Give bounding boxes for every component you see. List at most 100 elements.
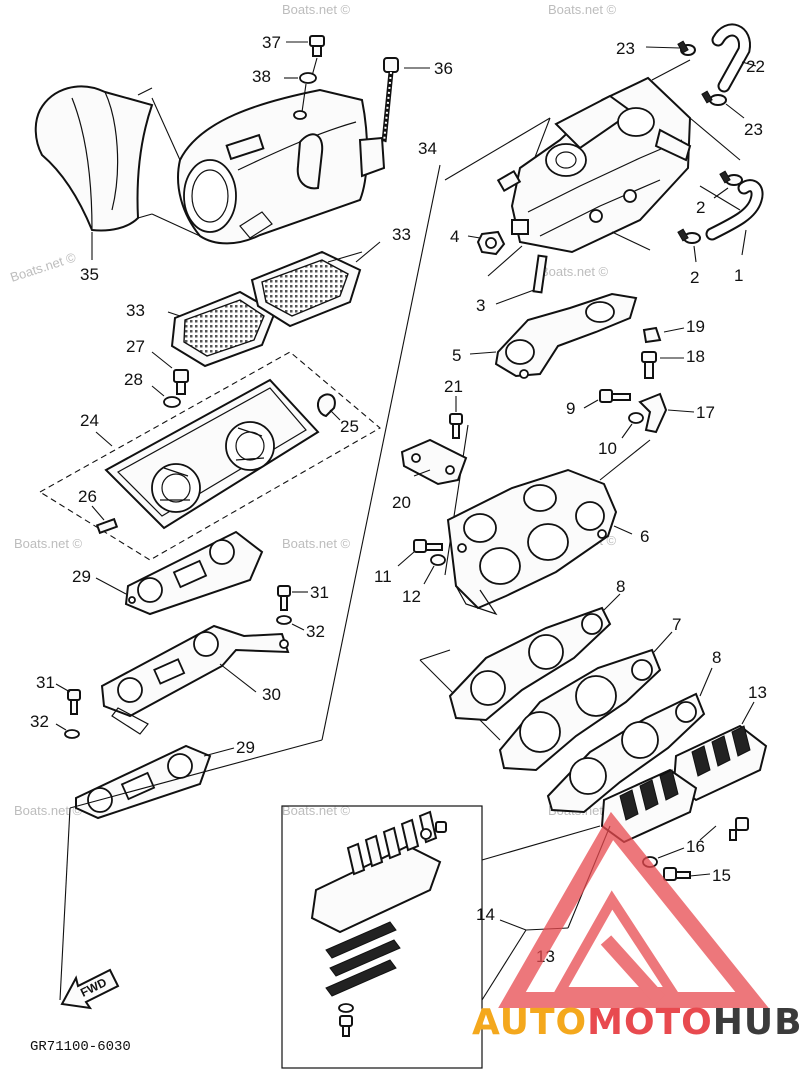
callout-12: 12 [402,587,421,606]
callout-23: 23 [616,39,635,58]
part-6-intake-manifold [446,468,633,616]
callout-2: 2 [690,268,699,287]
part-4-nut [467,230,506,256]
callout-29: 29 [72,567,91,586]
brand-moto: MOTO [587,1002,713,1043]
watermark-text: Boats.net © [14,536,83,551]
callout-25: 25 [340,417,359,436]
part-7-reed-plate-gasket [498,631,673,772]
watermark-text: Boats.net © [14,803,83,818]
part-14-reed-valve-kit [281,805,601,1069]
callout-14: 14 [476,905,495,924]
fwd-arrow-icon: FWD [60,968,120,1010]
part-30-silencer-plate [100,624,290,735]
part-13-reed-valve-right [672,701,768,802]
callout-23: 23 [744,120,763,139]
part-31-bolt-upper [277,585,308,611]
part-32-washer-upper [276,615,305,631]
callout-13: 13 [748,683,767,702]
callout-7: 7 [672,615,681,634]
callout-11: 11 [374,567,392,586]
part-2-hose-clamp-upper [713,170,743,199]
callout-6: 6 [640,527,649,546]
part-5-carb-gasket [469,292,638,379]
callout-2: 2 [696,198,705,217]
callout-32: 32 [30,712,49,731]
watermark-text: Boats.net © [548,2,617,17]
part-11-bolt [397,539,443,567]
callout-labels: 1 2 2 3 4 5 6 7 8 8 9 10 11 12 13 13 14 … [30,33,767,966]
svg-text:AUTOMOTOHUB: AUTOMOTOHUB [472,1002,800,1043]
part-22-fuel-hose [711,23,757,93]
part-25-clip [317,393,341,421]
part-16-washer [642,825,717,868]
callout-37: 37 [262,33,281,52]
part-15-screw-upper [729,817,749,841]
part-12-washer [423,554,446,585]
callout-28: 28 [124,370,143,389]
watermark-text: Boats.net © [540,264,609,279]
part-29-gasket-lower [75,744,235,820]
part-29-gasket-upper [95,530,264,616]
callout-1: 1 [734,266,743,285]
part-27-bolt [151,351,189,395]
watermark-text: Boats.net © [8,249,78,284]
part-23-hose-clamp-lower [701,90,745,119]
callout-19: 19 [686,317,705,336]
part-34-silencer-case [151,88,386,245]
callout-31: 31 [310,583,329,602]
callout-33: 33 [126,301,145,320]
part-38-washer [284,72,317,113]
callout-33: 33 [392,225,411,244]
callout-30: 30 [262,685,281,704]
brand-hub: HUB [713,1002,800,1043]
part-21-bolt [449,396,463,439]
callout-29: 29 [236,738,255,757]
part-37-screw [286,35,325,77]
callout-17: 17 [696,403,715,422]
callout-4: 4 [450,227,459,246]
part-10-washer [621,412,644,439]
carburetor-assembly [496,59,741,254]
callout-8: 8 [712,648,721,667]
part-28-washer [151,385,181,408]
part-23-hose-clamp-upper [645,40,696,56]
watermark-text: Boats.net © [282,2,351,17]
callout-27: 27 [126,337,145,356]
callout-16: 16 [686,837,705,856]
callout-34: 34 [418,139,437,158]
part-24-silencer-base [38,351,381,561]
callout-20: 20 [392,493,411,512]
part-26-stud [91,505,119,535]
callout-26: 26 [78,487,97,506]
part-32-washer-lower [55,723,80,739]
automotohub-wordmark: AUTOMOTOHUB [472,1002,800,1043]
part-8-gasket-upper [448,593,621,722]
callout-22: 22 [746,57,765,76]
part-15-screw [663,867,711,881]
callout-10: 10 [598,439,617,458]
callout-38: 38 [252,67,271,86]
part-20-bracket [400,438,468,486]
watermark-text: Boats.net © [282,803,351,818]
assembly-guide-lines [59,117,651,1001]
part-35-intake-duct [34,85,154,260]
callout-31: 31 [36,673,55,692]
brand-auto: AUTO [472,1002,587,1043]
callout-15: 15 [712,866,731,885]
automotohub-logo [498,811,769,1008]
callout-3: 3 [476,296,485,315]
part-8-gasket-lower [546,667,713,814]
part-33-flame-arrester [167,241,381,368]
callout-18: 18 [686,347,705,366]
callout-32: 32 [306,622,325,641]
part-2-hose-clamp-lower [677,228,701,263]
callout-5: 5 [452,346,461,365]
part-1-hose [705,179,764,256]
callout-24: 24 [80,411,99,430]
part-3-stud [495,254,548,305]
callout-21: 21 [444,377,463,396]
callout-36: 36 [434,59,453,78]
diagram-code: GR71100-6030 [30,1039,131,1055]
